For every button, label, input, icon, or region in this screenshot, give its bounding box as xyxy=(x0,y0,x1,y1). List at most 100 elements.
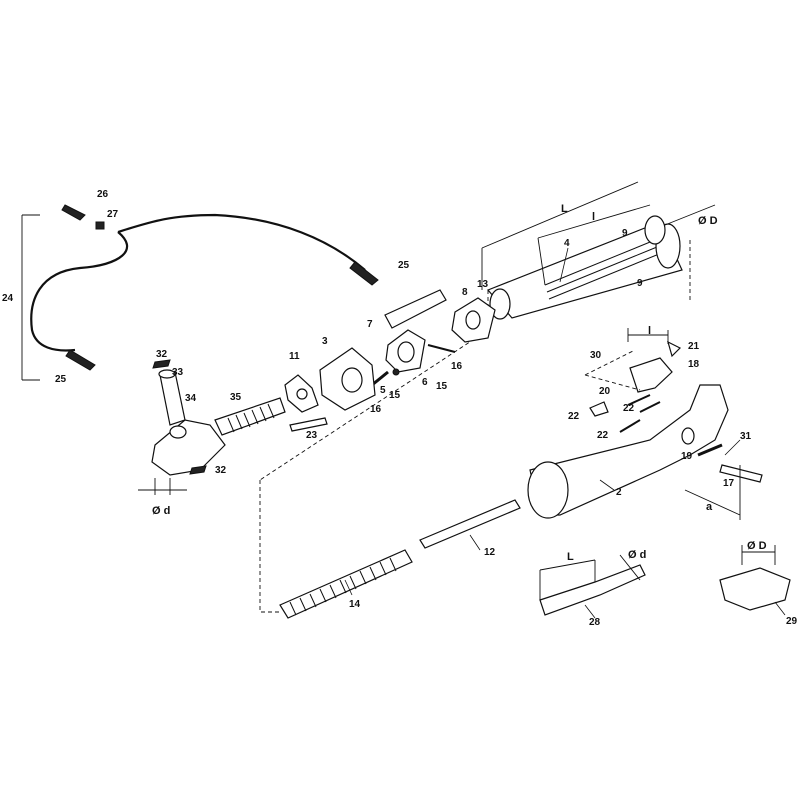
label-part-22-bottom: 22 xyxy=(597,430,609,441)
label-part-21: 21 xyxy=(688,341,700,352)
screw-35-thread xyxy=(227,403,275,433)
label-part-32-top: 32 xyxy=(156,349,168,360)
spring-14-coils xyxy=(289,557,397,616)
leader-28 xyxy=(584,604,596,619)
label-part-22-left: 22 xyxy=(568,411,580,422)
label-part-5: 5 xyxy=(380,385,386,396)
label-part-22-right: 22 xyxy=(623,403,635,414)
rod-spring-assembly xyxy=(259,480,521,619)
leader-30 xyxy=(584,349,641,391)
label-part-23: 23 xyxy=(306,430,318,441)
assembly-line-top xyxy=(259,240,691,481)
label-part-14: 14 xyxy=(349,599,361,610)
spring-pin-16-right xyxy=(427,344,456,353)
label-part-3: 3 xyxy=(322,336,328,347)
label-part-33: 33 xyxy=(172,367,184,378)
leader-31 xyxy=(724,439,741,456)
hub-3-bore xyxy=(341,367,363,393)
label-part-25-bottom: 25 xyxy=(55,374,67,385)
leader-4 xyxy=(559,247,569,283)
latch-18 xyxy=(629,357,673,393)
chain-lower xyxy=(30,231,129,352)
clamp-6-bore xyxy=(397,341,415,363)
label-part-4: 4 xyxy=(564,238,570,249)
spring-pin-16-left xyxy=(371,370,389,387)
label-part-9-bottom: 9 xyxy=(637,278,643,289)
bracket-29-plate xyxy=(719,567,791,611)
label-part-35: 35 xyxy=(230,392,242,403)
label-part-20: 20 xyxy=(599,386,611,397)
dim-label-d-lever: Ø d xyxy=(628,549,646,561)
grease-nipple-20 xyxy=(589,401,609,417)
label-part-17: 17 xyxy=(723,478,735,489)
leader-2 xyxy=(599,479,615,491)
dim-D-line xyxy=(664,204,716,226)
label-part-12: 12 xyxy=(484,547,496,558)
pin-33 xyxy=(159,371,186,426)
spring-14 xyxy=(279,549,413,619)
label-part-9-top: 9 xyxy=(622,228,628,239)
dim-L-lever xyxy=(539,559,596,600)
dim-l-ext-left xyxy=(537,237,546,286)
hook-detail xyxy=(584,328,682,393)
pins-22 xyxy=(619,394,661,433)
chain-link-27 xyxy=(95,221,105,230)
label-part-32-bottom: 32 xyxy=(215,465,227,476)
plate-7 xyxy=(384,289,447,329)
dim-D-bracket xyxy=(741,545,776,565)
lever-28-body xyxy=(539,564,646,616)
part-label-group: 2 3 4 5 6 7 8 9 9 11 12 13 14 15 15 16 1… xyxy=(2,189,798,628)
label-part-34: 34 xyxy=(185,393,197,404)
label-part-30: 30 xyxy=(590,350,602,361)
hook-body-2-collar xyxy=(527,461,569,519)
clip-21 xyxy=(667,340,682,358)
label-part-26: 26 xyxy=(97,189,109,200)
main-tube-assembly xyxy=(259,215,691,481)
pin-17 xyxy=(719,464,763,483)
label-part-28: 28 xyxy=(589,617,601,628)
label-part-11: 11 xyxy=(289,351,300,362)
hook-body-assembly xyxy=(527,384,763,520)
chain-hook-26 xyxy=(61,204,86,221)
label-part-27: 27 xyxy=(107,209,119,220)
leader-14 xyxy=(344,579,353,596)
top-dimensions xyxy=(481,181,716,290)
label-part-7: 7 xyxy=(367,319,373,330)
label-part-6: 6 xyxy=(422,377,428,388)
dim-label-D-top: Ø D xyxy=(698,215,718,227)
sleeve-9-top xyxy=(644,215,666,245)
chain-hook-25-bottom xyxy=(65,349,96,371)
dim-L-line xyxy=(481,181,639,249)
tube-spring-4 xyxy=(544,239,660,300)
dim-label-L-lever: L xyxy=(567,551,574,563)
screw-35 xyxy=(214,397,286,436)
pin-33-head xyxy=(158,369,176,379)
label-part-29: 29 xyxy=(786,616,798,627)
label-part-13: 13 xyxy=(477,279,489,290)
label-part-2: 2 xyxy=(616,487,622,498)
lever-28 xyxy=(539,554,646,616)
flange-8-hole xyxy=(465,310,481,330)
dim-l-hook xyxy=(627,328,669,344)
dimension-label-group: L l Ø D l a Ø d L Ø d Ø D xyxy=(152,203,767,563)
label-part-15-left: 15 xyxy=(389,390,401,401)
clip-32-bottom xyxy=(189,465,207,475)
dim-label-D-bracket: Ø D xyxy=(747,540,767,552)
yoke-assembly xyxy=(138,359,226,495)
label-part-15-right: 15 xyxy=(436,381,448,392)
leader-lines xyxy=(344,247,786,619)
chain-upper xyxy=(117,213,366,271)
bolt-15 xyxy=(392,368,400,376)
label-part-19: 19 xyxy=(681,451,693,462)
dim-d-left xyxy=(138,478,187,495)
leader-29 xyxy=(774,601,786,616)
label-part-16-left: 16 xyxy=(370,404,382,415)
hook-body-2-pinhole xyxy=(681,427,695,445)
wing-nut-11-hole xyxy=(296,388,308,400)
assembly-line-left xyxy=(259,480,280,613)
mid-small-parts xyxy=(371,289,496,387)
label-part-16-right: 16 xyxy=(451,361,463,372)
rod-12 xyxy=(419,499,521,549)
